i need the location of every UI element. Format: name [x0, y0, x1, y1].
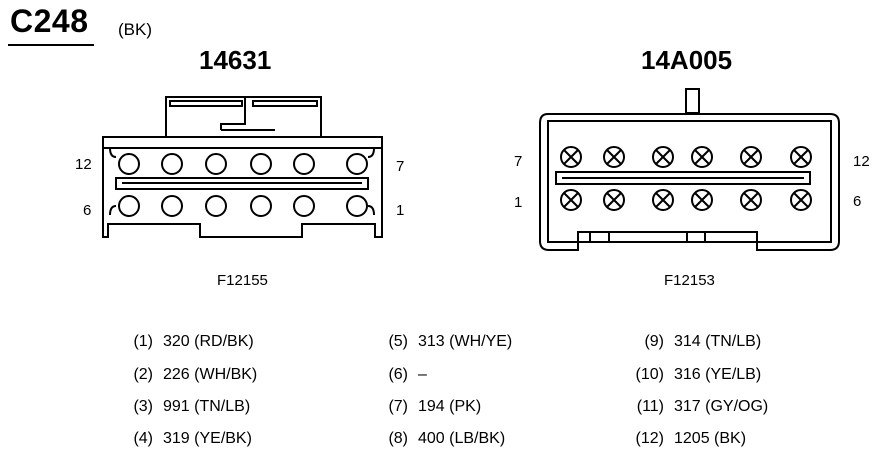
right-pin-label-bottom-right: 6 [853, 193, 862, 210]
title-underline [8, 44, 94, 46]
circuit-value: 1205 (BK) [674, 430, 747, 447]
pin-number: (12) [635, 430, 664, 447]
left-pin-label-top-right: 7 [396, 158, 405, 175]
pinout-row: (3) 991 (TN/LB) [123, 398, 250, 416]
left-connector [102, 96, 383, 238]
left-part-number: 14631 [199, 45, 272, 75]
pin-number: (11) [636, 398, 664, 415]
connector-color: (BK) [118, 20, 152, 39]
left-pin-label-bottom-left: 6 [83, 202, 92, 219]
pinout-row: (2) 226 (WH/BK) [123, 366, 257, 384]
pinout-row: (4) 319 (YE/BK) [123, 430, 252, 448]
pinout-row: (7) 194 (PK) [378, 398, 481, 416]
circuit-value: 991 (TN/LB) [163, 398, 251, 415]
pin-number: (6) [388, 366, 408, 383]
pin-number: (1) [133, 333, 153, 350]
circuit-value: 319 (YE/BK) [163, 430, 252, 447]
right-pins-bottom [560, 189, 812, 211]
pinout-row: (9) 314 (TN/LB) [634, 333, 761, 351]
left-figure-id: F12155 [217, 272, 268, 289]
left-pin-label-bottom-right: 1 [396, 202, 405, 219]
right-pin-label-bottom-left: 1 [514, 194, 523, 211]
pin-number: (3) [133, 398, 153, 415]
right-pin-label-top-left: 7 [514, 153, 523, 170]
pin-number: (4) [133, 430, 153, 447]
pinout-row: (6)– [378, 366, 427, 384]
pin-number: (8) [388, 430, 408, 447]
right-part-number: 14A005 [641, 45, 733, 75]
pin-number: (2) [133, 366, 153, 383]
circuit-value: 194 (PK) [418, 398, 482, 415]
pin-number: (7) [388, 398, 408, 415]
circuit-value: 226 (WH/BK) [163, 366, 258, 383]
circuit-value: 316 (YE/LB) [674, 366, 762, 383]
circuit-value: – [418, 366, 427, 383]
pinout-row: (12) 1205 (BK) [634, 430, 747, 448]
right-figure-id: F12153 [664, 272, 715, 289]
circuit-value: 313 (WH/YE) [418, 333, 513, 350]
right-connector [539, 88, 840, 251]
pin-number: (9) [644, 333, 664, 350]
pinout-row: (11) 317 (GY/OG) [634, 398, 769, 416]
circuit-value: 320 (RD/BK) [163, 333, 254, 350]
connector-title: C248 [10, 3, 89, 39]
circuit-value: 317 (GY/OG) [674, 398, 769, 415]
left-pin-label-top-left: 12 [75, 156, 92, 173]
pinout-row: (10) 316 (YE/LB) [634, 366, 762, 384]
pinout-row: (1) 320 (RD/BK) [123, 333, 254, 351]
pin-number: (5) [388, 333, 408, 350]
pinout-row: (5) 313 (WH/YE) [378, 333, 512, 351]
circuit-value: 314 (TN/LB) [674, 333, 762, 350]
circuit-value: 400 (LB/BK) [418, 430, 506, 447]
pinout-row: (8) 400 (LB/BK) [378, 430, 505, 448]
pin-number: (10) [635, 366, 664, 383]
right-pins-top [560, 146, 812, 168]
right-pin-label-top-right: 12 [853, 153, 870, 170]
